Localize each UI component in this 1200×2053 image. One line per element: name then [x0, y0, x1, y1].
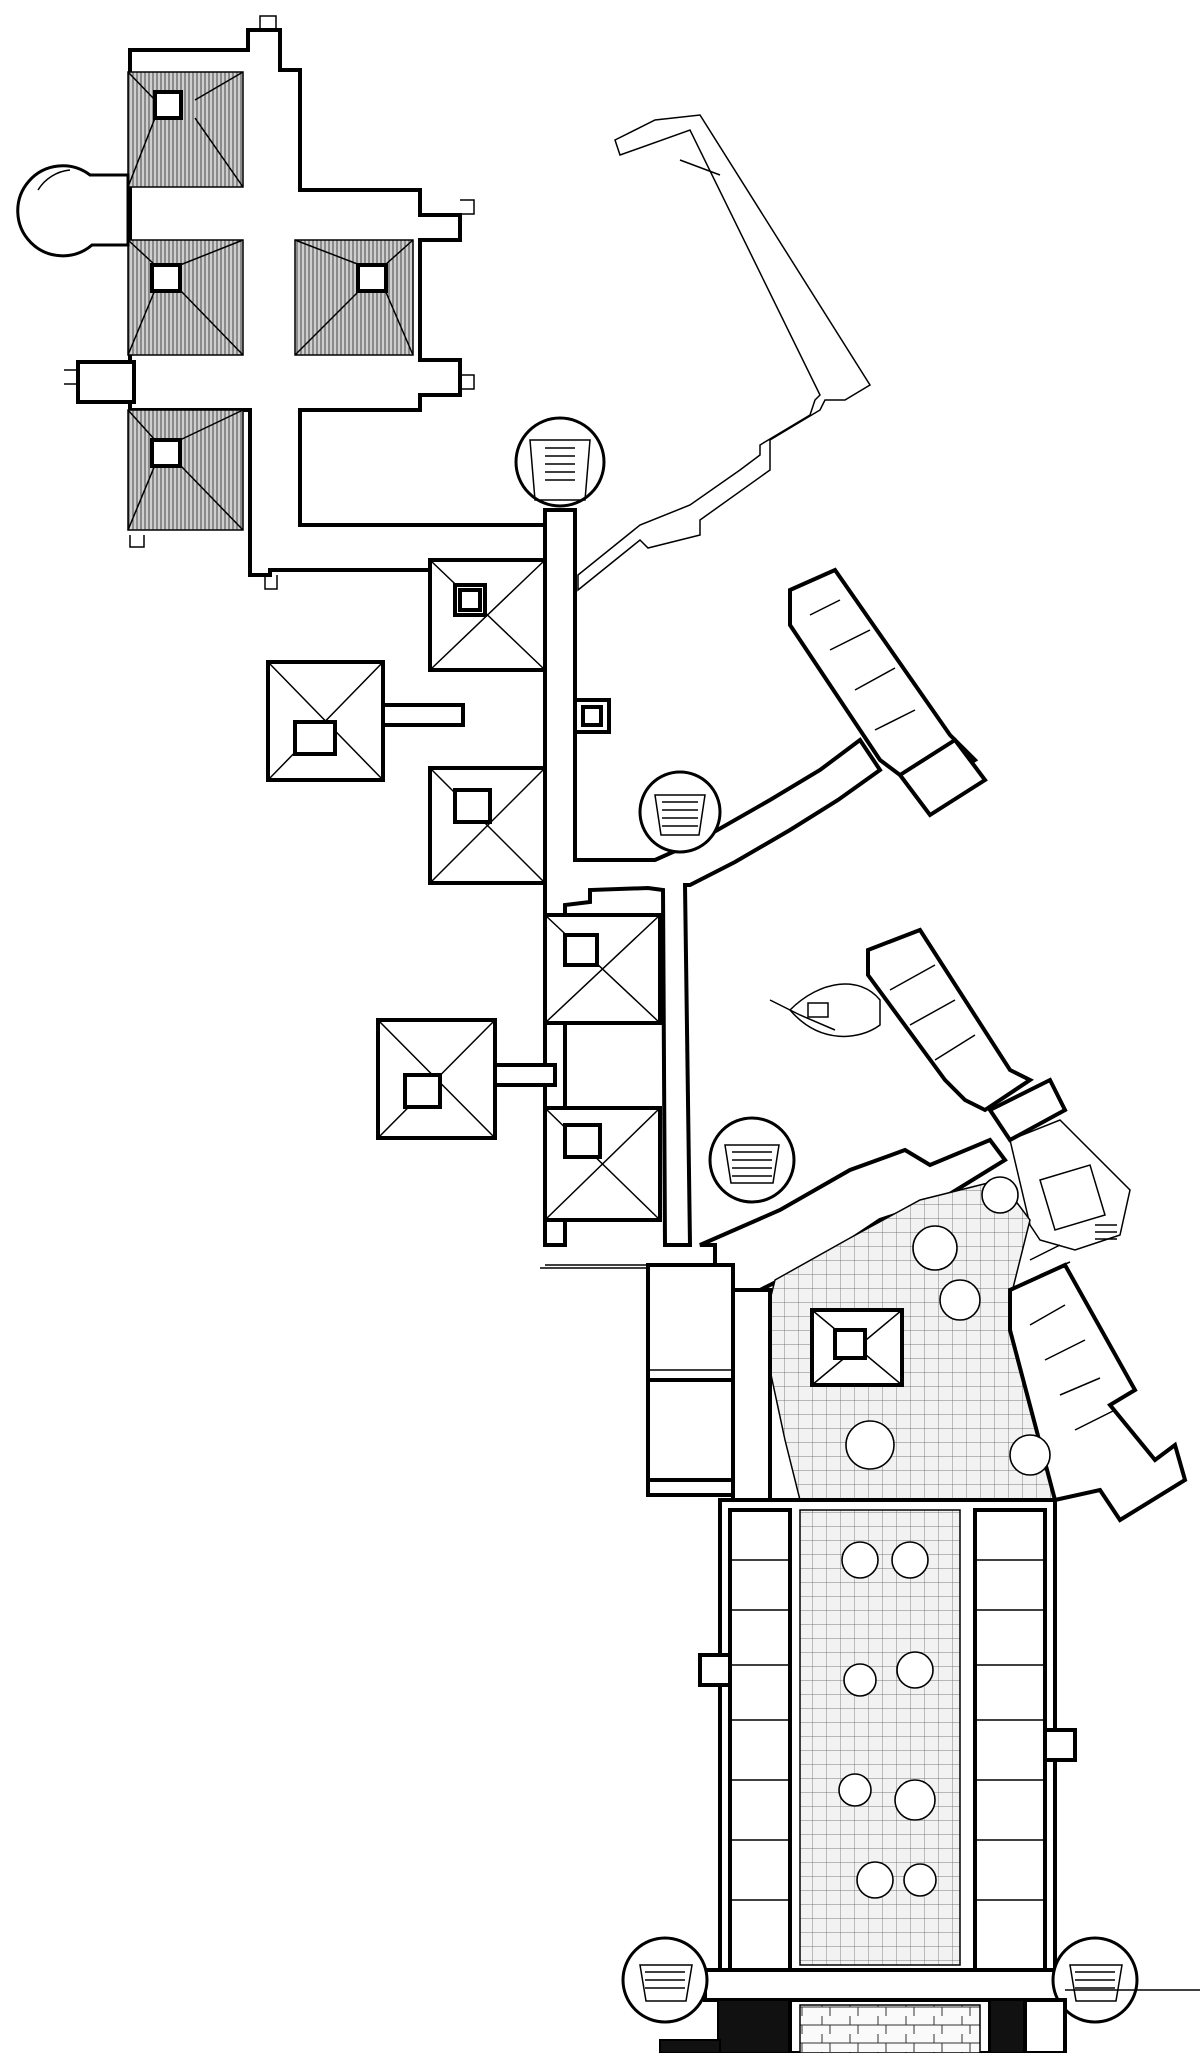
- stair-tower-mid: [638, 770, 722, 854]
- stair-tower-south-east: [1051, 1936, 1139, 2024]
- pavilion-1: [428, 558, 547, 672]
- south-east-rooms: [973, 1508, 1047, 1972]
- north-west-annex: [76, 360, 136, 404]
- south-corridor-cross: [703, 1968, 1067, 2002]
- stair-tower-south-spine: [708, 1116, 796, 1204]
- north-wing: [16, 15, 577, 590]
- pavilion-5: [376, 1018, 557, 1140]
- stair-tower-south-west: [621, 1936, 709, 2024]
- auditorium-west-mass: [717, 1999, 791, 2053]
- east-wing-upper: [788, 567, 988, 818]
- pavilion-4: [543, 913, 662, 1025]
- north-wing-pyramid-roofs: [127, 71, 414, 531]
- north-west-round-pavilion: [16, 164, 130, 258]
- north-east-outline-wing: [577, 114, 872, 592]
- east-outline-building: [1009, 1119, 1131, 1276]
- east-wing-lower: [1008, 1262, 1188, 1523]
- pavilion-2: [266, 660, 465, 782]
- south-block: [698, 1498, 1077, 2002]
- east-wing-middle: [866, 927, 1068, 1143]
- junction-building: [540, 1263, 735, 1497]
- stair-tower-north: [514, 416, 606, 508]
- courtyard-trees: [838, 1176, 1051, 1899]
- south-west-rooms: [728, 1508, 792, 1972]
- pavilion-3: [428, 766, 547, 885]
- east-courtyard: [769, 1179, 1096, 1501]
- teardrop-seating: [769, 983, 881, 1038]
- junction-corridor: [731, 1288, 772, 1502]
- pavilion-6: [543, 1106, 662, 1222]
- auditorium: [659, 1989, 1200, 2053]
